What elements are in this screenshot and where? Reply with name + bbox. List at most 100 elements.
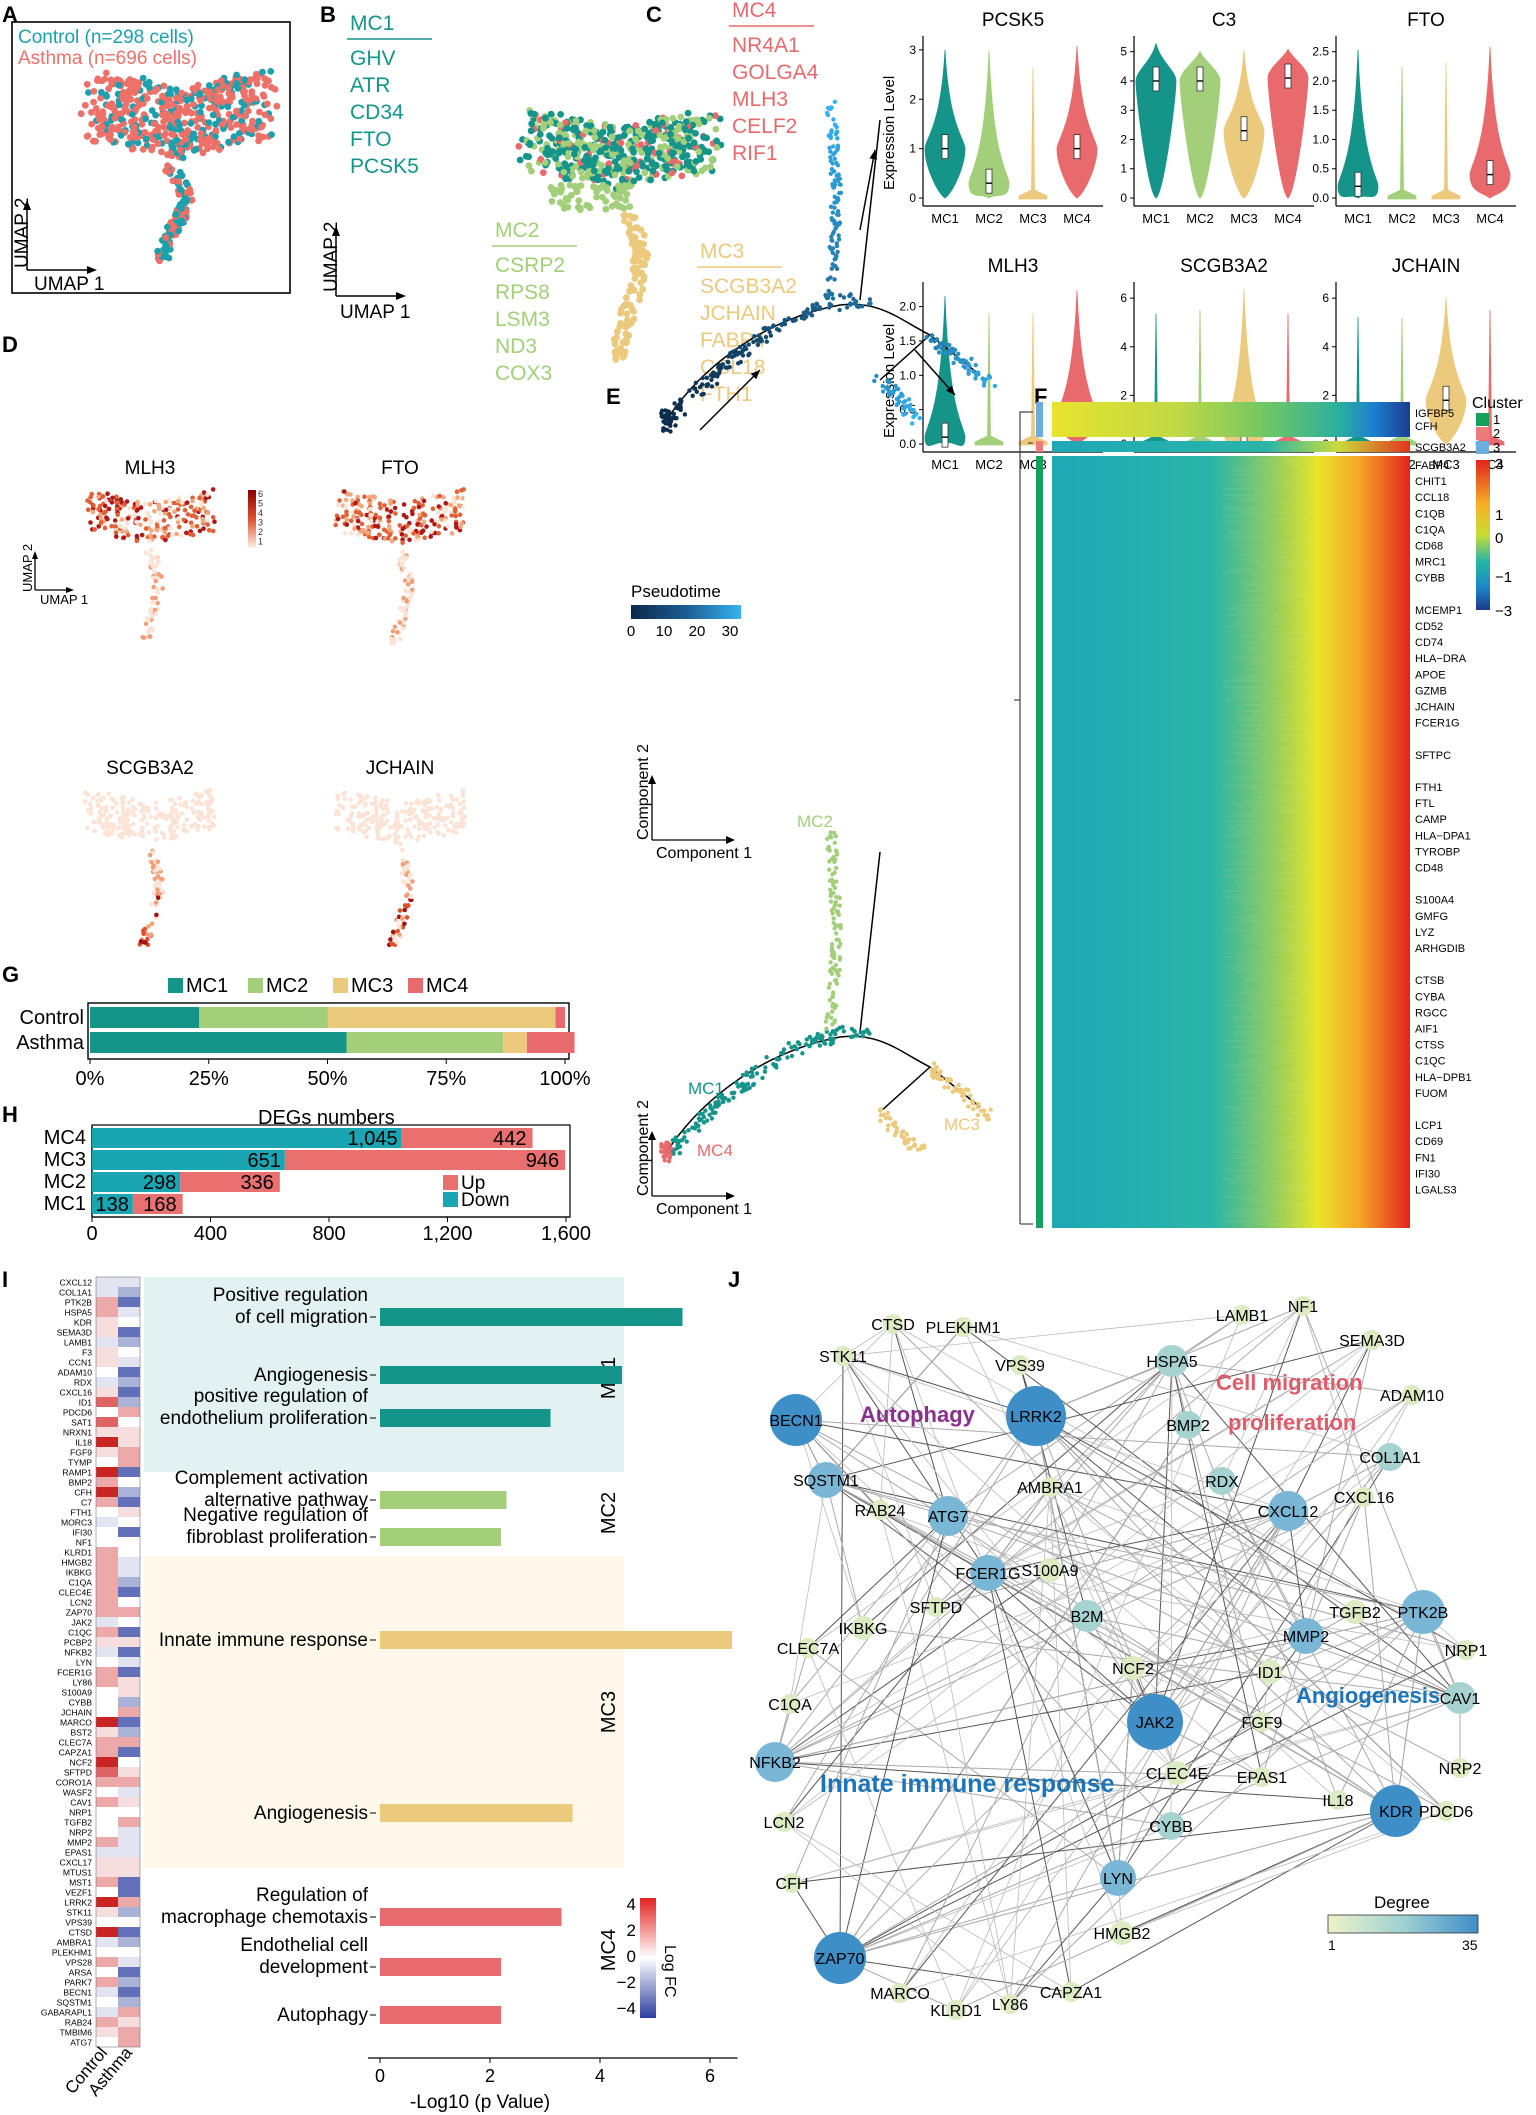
go-bar (380, 1409, 551, 1427)
trajectory-point (811, 1037, 816, 1042)
trajectory-point (701, 391, 706, 397)
umap-point (547, 110, 555, 118)
network-edge (825, 1339, 1373, 1481)
heatmap-row (1247, 857, 1298, 859)
trajectory-point (802, 314, 808, 319)
feature-point (162, 525, 168, 531)
feature-point (147, 538, 152, 544)
trajectory-point (943, 351, 948, 356)
feature-point (157, 866, 163, 871)
feature-point (200, 519, 206, 525)
trajectory-point (713, 1100, 718, 1105)
feature-point (392, 624, 398, 630)
heatmap-row-texture (1222, 458, 1312, 1225)
violin-ytick-label: 3 (909, 43, 916, 57)
logfc-tick: 4 (627, 1895, 636, 1914)
feature-point (382, 503, 387, 508)
heatmap-row (1223, 836, 1274, 838)
go-bar (380, 1491, 507, 1509)
feature-point (98, 512, 103, 517)
heatmap-row (1256, 1187, 1307, 1189)
umap-point (611, 171, 619, 179)
heatmap-row (1248, 557, 1299, 559)
heatmap-row (1259, 632, 1310, 634)
umap-point (104, 102, 112, 109)
heatmap-row (1244, 941, 1295, 943)
umap-point (599, 193, 606, 201)
trajectory-point (712, 371, 718, 376)
trajectory-point (789, 1053, 795, 1059)
expression-colorbar-tick: 1 (1495, 507, 1503, 524)
trajectory-point (835, 209, 841, 214)
heatmap-cell-control (96, 1857, 118, 1867)
heatmap-gene: MTUS1 (63, 1868, 92, 1878)
trajectory-point (828, 960, 833, 965)
network-node-label: LCN2 (764, 1815, 805, 1832)
violin-ytick-label: 2 (1120, 388, 1127, 402)
umap-point (192, 145, 200, 153)
umap-point (96, 116, 104, 123)
feature-point (103, 509, 108, 514)
heatmap-gene-label: RGCC (1415, 1007, 1447, 1019)
umap-point (644, 149, 652, 157)
trajectory-point (690, 393, 695, 398)
heatmap-cell-control (96, 1977, 118, 1987)
umap-point (668, 169, 676, 177)
feature-point (155, 891, 161, 896)
feature-point (400, 550, 406, 555)
heatmap-gene: CLEC4E (59, 1588, 93, 1598)
heatmap-row (1222, 785, 1273, 787)
feature-point (402, 565, 407, 571)
trajectory-point (715, 1094, 721, 1100)
feature-point (102, 503, 108, 509)
feature-point (171, 500, 177, 506)
feature-point (121, 819, 127, 824)
umap-point (695, 120, 703, 128)
feature-point (190, 495, 195, 501)
trajectory-point (890, 1121, 895, 1127)
umap-point (183, 96, 191, 104)
heatmap-gene-label: S100A4 (1415, 895, 1454, 907)
umap-point (617, 139, 625, 147)
network-node-fgf9: FGF9 (1242, 1712, 1283, 1732)
feature-point (110, 828, 116, 834)
feature-point (150, 626, 155, 632)
umap-point (632, 135, 639, 143)
network-edge (947, 1515, 1424, 1613)
feature-point (456, 503, 462, 508)
heatmap-gene: VEZF1 (65, 1888, 92, 1898)
umap-point (170, 222, 178, 230)
heatmap-cell-asthma (118, 1577, 140, 1587)
umap-point (601, 136, 609, 144)
feature-point (394, 839, 399, 844)
go-bar (380, 1631, 732, 1649)
trajectory-point (980, 376, 985, 381)
feature-point (154, 806, 159, 811)
feature-point (408, 872, 413, 878)
umap-point (668, 139, 676, 147)
network-edge (774, 1569, 1051, 1763)
feature-point (375, 831, 381, 837)
network-node-id1: ID1 (1258, 1660, 1283, 1684)
feature-point (355, 494, 360, 500)
heatmap-row (1239, 617, 1290, 619)
heatmap-row (1246, 641, 1297, 643)
trajectory-point (825, 277, 831, 282)
degree-tick-min: 1 (1328, 1937, 1336, 1953)
umap-point (610, 336, 618, 343)
feature-point (416, 821, 422, 827)
heatmap-gene: VPS39 (65, 1918, 92, 1928)
heatmap-gene-label: CD68 (1415, 541, 1443, 553)
network-node-circle (1208, 1467, 1236, 1495)
trajectory-point (834, 931, 839, 936)
network-node-ikbkg: IKBKG (839, 1616, 887, 1640)
trajectory-point (911, 407, 916, 413)
heatmap-row (1261, 671, 1312, 673)
violin-ytick-label: 0.5 (1312, 162, 1329, 176)
umap-point (602, 205, 610, 213)
heatmap-gene-labels: IGFBP5CFHSCGB3A2FABP4CHIT1CCL18C1QBC1QAC… (1415, 408, 1472, 1197)
heatmap-gene: NRXN1 (63, 1428, 92, 1438)
heatmap-row (1226, 698, 1277, 700)
feature-point (335, 827, 341, 832)
umap-point (690, 167, 698, 175)
